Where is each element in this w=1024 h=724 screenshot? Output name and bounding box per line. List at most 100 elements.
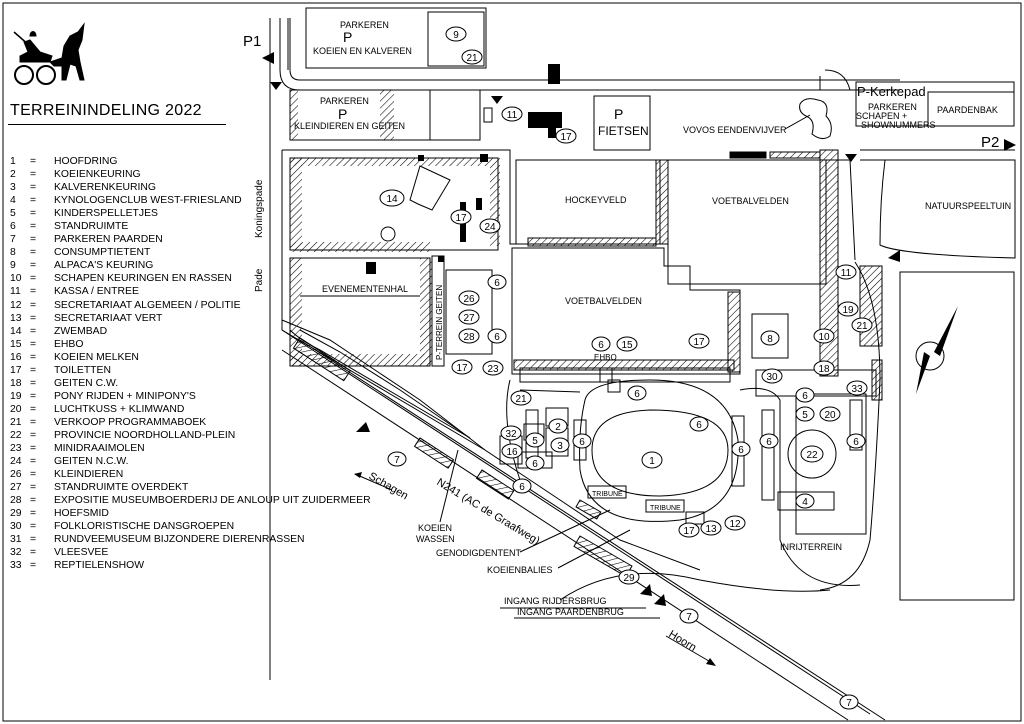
- legend-equals: =: [30, 221, 37, 233]
- marker-7: 7: [387, 451, 407, 467]
- marker-oval: [813, 360, 835, 376]
- marker-1: 1: [641, 451, 663, 469]
- marker-oval: [450, 209, 472, 225]
- map-markers: 9 21 11 17 14 17 24 6 26 27 28 6 17 23 6…: [379, 26, 873, 710]
- marker-6: 6: [487, 274, 507, 290]
- marker-oval: [795, 406, 815, 422]
- marker-oval: [700, 520, 722, 536]
- marker-21: 21: [851, 317, 873, 333]
- marker-oval: [800, 445, 824, 463]
- legend-number: 16: [10, 351, 22, 363]
- marker-number: 19: [842, 305, 854, 316]
- marker-number: 6: [634, 389, 640, 400]
- marker-26: 26: [458, 290, 480, 306]
- legend-item: 20=LUCHTKUSS + KLIMWAND: [10, 403, 371, 416]
- legend-number: 32: [10, 547, 22, 559]
- legend-item: 31=RUNDVEEMUSEUM BIJZONDERE DIERENRASSEN: [10, 533, 371, 546]
- legend-equals: =: [30, 508, 37, 520]
- legend-equals: =: [30, 443, 37, 455]
- marker-number: 7: [394, 455, 400, 466]
- marker-oval: [482, 360, 504, 376]
- marker-number: 14: [386, 194, 398, 205]
- marker-5: 5: [795, 406, 815, 422]
- entrance-arrow-icon: [654, 594, 666, 606]
- marker-3: 3: [550, 437, 570, 453]
- parking-kerkepad: P-Kerkepad PARKEREN SCHAPEN + SHOWNUMMER…: [855, 81, 1015, 130]
- cow-wash-label: KOEIEN: [418, 523, 452, 533]
- marker-9: 9: [445, 26, 467, 42]
- marker-6: 6: [572, 433, 592, 449]
- marker-21: 21: [461, 49, 483, 65]
- marker-number: 3: [557, 441, 563, 452]
- marker-number: 6: [519, 482, 525, 493]
- legend-equals: =: [30, 456, 37, 468]
- legend-label: KOEIENKEURING: [54, 169, 141, 181]
- legend-item: 8=CONSUMPTIETENT: [10, 246, 371, 259]
- grandstand-label: TRIBUNE: [650, 505, 681, 512]
- marker-number: 6: [579, 437, 585, 448]
- legend-label: REPTIELENSHOW: [54, 560, 145, 572]
- marker-oval: [679, 608, 699, 624]
- marker-oval: [618, 569, 640, 585]
- goat-terrain-label: P-TERREIN GEITEN: [435, 285, 444, 360]
- legend-label: STANDRUIMTE OVERDEKT: [54, 482, 189, 494]
- marker-6: 6: [627, 385, 647, 401]
- marker-30: 30: [761, 368, 783, 384]
- legend-label: VLEESVEE: [54, 547, 109, 559]
- legend-equals: =: [30, 534, 37, 546]
- sheep-label: SCHAPEN +: [856, 111, 907, 121]
- marker-24: 24: [479, 218, 501, 234]
- legend-label: VERKOOP PROGRAMMABOEK: [54, 416, 207, 428]
- marker-oval: [627, 385, 647, 401]
- marker-oval: [555, 128, 577, 144]
- legend-label: KYNOLOGENCLUB WEST-FRIESLAND: [54, 195, 242, 207]
- marker-number: 15: [621, 340, 633, 351]
- marker-number: 6: [738, 445, 744, 456]
- marker-6: 6: [731, 441, 751, 457]
- marker-number: 17: [456, 363, 468, 374]
- direction-arrow: [354, 473, 393, 491]
- marker-number: 6: [532, 459, 538, 470]
- marker-number: 24: [484, 222, 496, 233]
- marker-oval: [550, 437, 570, 453]
- legend-item: 19=PONY RIJDEN + MINIPONY'S: [10, 390, 371, 403]
- parking-cattle-label: KOEIEN EN KALVEREN: [313, 46, 412, 56]
- marker-oval: [795, 493, 815, 509]
- cow-wash-label: WASSEN: [416, 534, 455, 544]
- legend-number: 7: [10, 234, 16, 246]
- legend-item: 33=REPTIELENSHOW: [10, 559, 371, 572]
- legend-number: 23: [10, 443, 22, 455]
- marker-oval: [451, 359, 473, 375]
- marker-oval: [445, 26, 467, 42]
- marker-2: 2: [548, 418, 568, 434]
- marker-17: 17: [678, 522, 700, 538]
- legend-item: 5=KINDERSPELLETJES: [10, 207, 371, 220]
- parking-label: PARKEREN: [340, 20, 389, 30]
- marker-16: 16: [501, 443, 523, 459]
- legend-label: ALPACA'S KEURING: [54, 260, 154, 272]
- marker-number: 21: [515, 394, 527, 405]
- marker-12: 12: [724, 515, 746, 531]
- bike-label: FIETSEN: [598, 124, 649, 138]
- parking-p: P: [343, 29, 352, 45]
- legend-equals: =: [30, 234, 37, 246]
- marker-number: 17: [560, 132, 572, 143]
- legend-equals: =: [30, 351, 37, 363]
- legend-equals: =: [30, 469, 37, 481]
- marker-6: 6: [689, 416, 709, 432]
- parking-label: PARKEREN: [868, 102, 917, 112]
- marker-22: 22: [800, 445, 824, 463]
- marker-number: 11: [841, 268, 852, 279]
- guest-tent-label: GENODIGDENTENT: [436, 548, 522, 558]
- legend-number: 1: [10, 156, 16, 167]
- marker-number: 4: [802, 497, 808, 508]
- marker-number: 33: [851, 384, 863, 395]
- hockey-field-label: HOCKEYVELD: [565, 195, 627, 205]
- legend-label: ZWEMBAD: [54, 325, 108, 337]
- horse-ring-label: PAARDENBAK: [937, 105, 998, 115]
- marker-oval: [500, 425, 522, 441]
- legend-equals: =: [30, 364, 37, 376]
- legend-item: 13=SECRETARIAAT VERT: [10, 312, 371, 325]
